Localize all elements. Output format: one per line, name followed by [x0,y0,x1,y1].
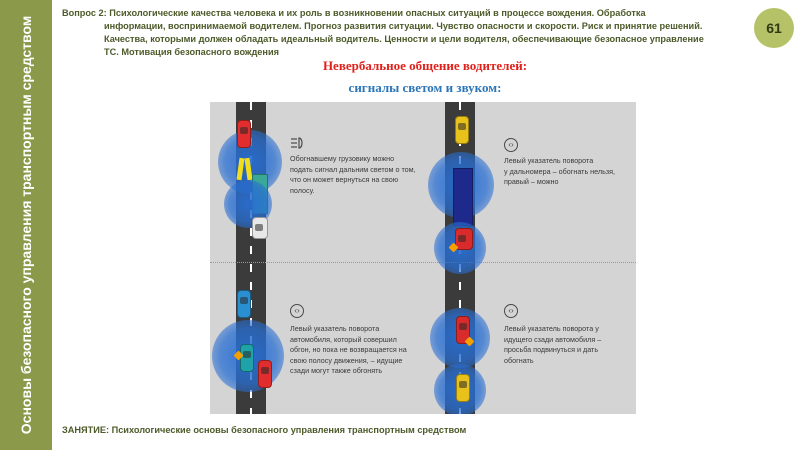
car-red [258,360,272,388]
slide-title-line-2: сигналы светом и звуком: [348,80,502,95]
car-yellow [456,374,470,402]
turn-signal-icon: ‹› [290,304,304,318]
car-teal [240,344,254,372]
sidebar-title: Основы безопасного управления транспортн… [18,15,34,435]
panel-divider [210,262,636,263]
panel-3-caption: Левый указатель поворота автомобиля, кот… [290,324,407,375]
slide-title: Невербальное общение водителей: сигналы … [200,55,650,99]
question-line-3: Качества, которыми должен обладать идеал… [104,34,704,44]
truck-cab [252,217,268,239]
truck-cargo [453,168,473,226]
question-line-4: ТС. Мотивация безопасного вождения [104,47,279,57]
car-red [456,316,470,344]
turn-signal-icon: ‹› [504,304,518,318]
panel-2-caption: Левый указатель поворота у дальномера – … [504,156,616,186]
panel-4-caption: Левый указатель поворота у идущего сзади… [504,324,602,365]
page-number-badge: 61 [754,8,794,48]
car-red [237,120,251,148]
question-line-1: Вопрос 2: Психологические качества челов… [62,8,646,18]
question-line-2: информации, воспринимаемой водителем. Пр… [104,21,703,31]
slide-title-line-1: Невербальное общение водителей: [322,58,528,73]
signals-illustration: Обогнавшему грузовику можно подать сигна… [210,102,636,414]
question-text: Вопрос 2: Психологические качества челов… [62,7,752,59]
panel-1-caption: Обогнавшему грузовику можно подать сигна… [290,154,416,195]
car-blue [237,290,251,318]
truck-cab [455,228,473,250]
footer-lesson: ЗАНЯТИЕ: Психологические основы безопасн… [62,425,467,435]
headlight-icon [290,136,306,150]
sidebar: Основы безопасного управления транспортн… [0,0,52,450]
turn-signal-icon: ‹› [504,138,518,152]
car-yellow [455,116,469,144]
